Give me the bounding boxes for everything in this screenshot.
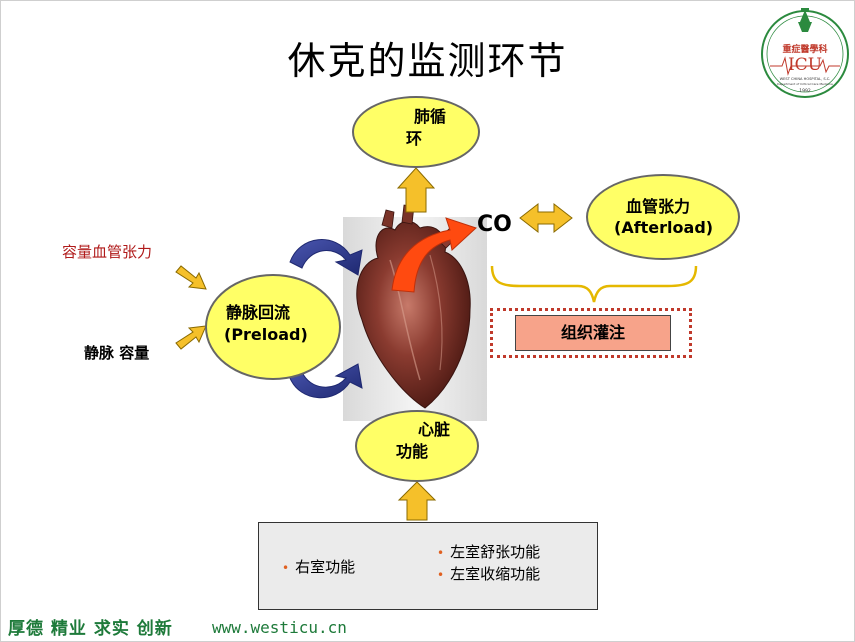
co-output-arrow [391, 217, 477, 293]
footer-motto: 厚德 精业 求实 创新 [8, 619, 173, 639]
logo-year: 1992 [799, 88, 811, 94]
capacity-vascular-tone-label: 容量血管张力 [62, 243, 153, 261]
node-afterload-line1: 血管张力 [626, 197, 691, 216]
node-afterload-line2: (Afterload) [614, 218, 714, 237]
node-cardiac-line1: 心脏 [418, 420, 451, 439]
bottom-item-lv-diastolic: • 左室舒张功能 [437, 541, 540, 562]
node-preload-ellipse [205, 274, 341, 380]
cardiac-function-details-box [258, 522, 598, 610]
node-cardiac-line2: 功能 [396, 442, 429, 461]
node-cardiac-ellipse [355, 410, 479, 482]
venous-capacity-label: 静脉 容量 [84, 344, 150, 362]
bullet-icon: • [437, 568, 445, 582]
blue-arrow-top [289, 239, 363, 276]
bottom-item-text: 左室舒张功能 [450, 543, 541, 561]
bottom-item-text: 左室收缩功能 [450, 565, 541, 583]
bottom-item-lv-systolic: • 左室收缩功能 [437, 563, 540, 584]
node-preload-line1: 静脉回流 [226, 303, 291, 322]
node-pulmonary-line1: 肺循 [414, 107, 447, 126]
node-preload-line2: (Preload) [224, 325, 308, 344]
co-label: CO [477, 212, 512, 237]
arrow-diag-capacity [175, 265, 207, 290]
logo-name: 重症醫學科 [782, 43, 827, 55]
logo-abbr: ICU [788, 55, 822, 75]
bullet-icon: • [282, 561, 290, 575]
logo-sub2: Department of Critical Care Medicine [777, 82, 833, 86]
node-pulmonary-line2: 环 [406, 129, 423, 148]
bottom-item-text: 右室功能 [295, 558, 356, 576]
double-arrow-co-afterload [519, 202, 573, 234]
blue-arrow-bottom [289, 363, 363, 399]
arrow-up-to-cardiac [397, 481, 437, 521]
bullet-icon: • [437, 546, 445, 560]
arrow-diag-venous [175, 325, 207, 350]
node-pulmonary-ellipse [352, 96, 480, 168]
node-afterload-ellipse [586, 174, 740, 260]
icu-logo: 重症醫學科 ICU WEST CHINA HOSPITAL, S.C. Depa… [761, 8, 849, 98]
logo-sub1: WEST CHINA HOSPITAL, S.C. [780, 77, 831, 81]
page-title: 休克的监测环节 [287, 39, 568, 83]
footer-url[interactable]: www.westicu.cn [212, 618, 347, 637]
brace [490, 265, 698, 303]
tissue-perfusion-box: 组织灌注 [515, 315, 671, 351]
arrow-up-to-pulmonary [396, 167, 436, 213]
bottom-item-right-ventricle: • 右室功能 [282, 556, 355, 577]
